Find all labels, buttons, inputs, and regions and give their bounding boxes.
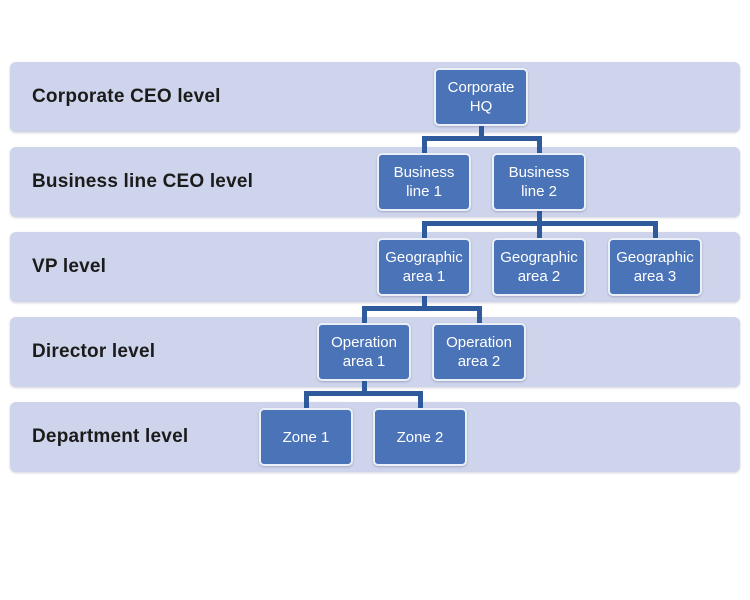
org-node-geographic-area-1: Geographic area 1 <box>377 238 471 296</box>
org-node-zone-2: Zone 2 <box>373 408 467 466</box>
band-label: Corporate CEO level <box>32 86 221 107</box>
band-label: VP level <box>32 256 107 277</box>
band-label: Department level <box>32 426 189 447</box>
org-node-business-line-1: Business line 1 <box>377 153 471 211</box>
org-node-geographic-area-3: Geographic area 3 <box>608 238 702 296</box>
band-label: Business line CEO level <box>32 171 254 192</box>
org-node-geographic-area-2: Geographic area 2 <box>492 238 586 296</box>
org-node-business-line-2: Business line 2 <box>492 153 586 211</box>
band-label: Director level <box>32 341 156 362</box>
org-node-zone-1: Zone 1 <box>259 408 353 466</box>
org-node-corporate-hq: Corporate HQ <box>434 68 528 126</box>
band-business-line-ceo-level: Business line CEO level <box>10 147 740 217</box>
band-corporate-ceo-level: Corporate CEO level <box>10 62 740 132</box>
org-node-operation-area-2: Operation area 2 <box>432 323 526 381</box>
org-node-operation-area-1: Operation area 1 <box>317 323 411 381</box>
